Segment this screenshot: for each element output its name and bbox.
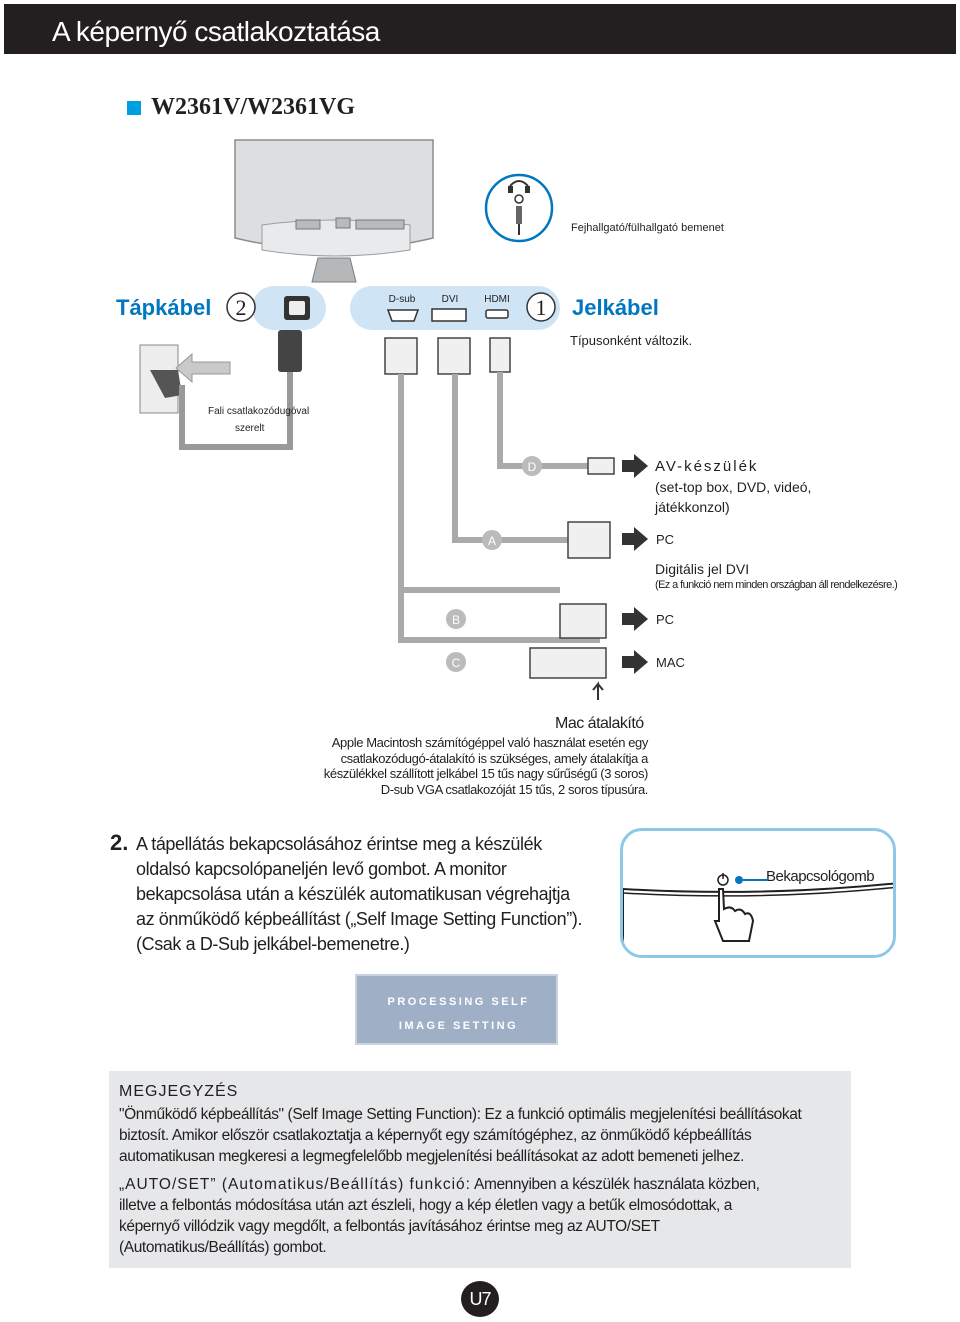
pc-label-a: PC (656, 532, 674, 547)
note-p1-line-1: "Önműködő képbeállítás" (Self Image Sett… (119, 1104, 844, 1125)
letter-a: A (488, 534, 496, 548)
note-p2-line-2: illetve a felbontás módosítása után azt … (119, 1197, 732, 1214)
power-icon (717, 873, 729, 886)
mac-line-4: D-sub VGA csatlakozóját 15 tűs, 2 soros … (380, 781, 649, 797)
note-p2-line-3: képernyő villódzik vagy megdőlt, a felbo… (119, 1218, 660, 1235)
note-p2-line-1: „AUTO/SET” (Automatikus/Beállítás) funkc… (119, 1174, 844, 1195)
dvi-line-2: (Ez a funkció nem minden országban áll r… (655, 579, 897, 591)
power-cable-label: Tápkábel (116, 295, 211, 320)
wall-outlet-label-2: szerelt (235, 423, 265, 434)
page-number: U7 (461, 1281, 499, 1317)
power-number: 2 (236, 295, 247, 320)
letter-d: D (528, 460, 537, 474)
dvi-line-1: Digitális jel DVI (655, 561, 749, 577)
signal-number: 1 (536, 295, 547, 320)
header-bar: A képernyő csatlakoztatása (4, 4, 956, 54)
wall-outlet-label-1: Fali csatlakozódugóval (208, 406, 309, 417)
osd-message-box: PROCESSING SELF IMAGE SETTING (355, 974, 558, 1045)
note-p1-line-3: automatikusan megkeresi a legmegfelelőbb… (119, 1148, 744, 1165)
osd-line-2: IMAGE SETTING (398, 1020, 519, 1032)
port-hdmi-label: HDMI (484, 294, 510, 305)
step-2-text: A tápellátás bekapcsolásához érintse meg… (136, 832, 606, 957)
power-button-illustration (620, 828, 896, 958)
step-2-line-1: A tápellátás bekapcsolásához érintse meg… (136, 834, 542, 854)
mac-label-c: MAC (656, 655, 685, 670)
mac-adapter-description: Apple Macintosh számítógéppel való haszn… (280, 735, 649, 797)
signal-cable-label: Jelkábel (572, 295, 659, 320)
note-p1-rest: : Ez a funkció optimális megjelenítési b… (476, 1106, 802, 1123)
letter-b: B (452, 613, 460, 627)
av-line-2: játékkonzol) (654, 499, 730, 515)
step-2-line-4: az önműködő képbeállítást („Self Image S… (136, 909, 583, 929)
mac-line-1: Apple Macintosh számítógéppel való haszn… (331, 735, 649, 750)
step-2-line-2: oldalsó kapcsolópaneljén levő gombot. A … (136, 859, 507, 879)
note-box: MEGJEGYZÉS "Önműködő képbeállítás" (Self… (109, 1071, 851, 1268)
osd-line-1: PROCESSING SELF (387, 996, 530, 1008)
mac-adapter-title: Mac átalakító (555, 715, 644, 732)
page-title: A képernyő csatlakoztatása (52, 16, 380, 47)
mac-line-3: készülékkel szállított jelkábel 15 tűs n… (323, 766, 649, 781)
note-title: MEGJEGYZÉS (119, 1083, 239, 1100)
mac-line-2: csatlakozódugó-átalakító is szükséges, a… (340, 750, 649, 766)
note-paragraph-1: "Önműködő képbeállítás" (Self Image Sett… (119, 1104, 844, 1167)
step-2-line-5: (Csak a D-Sub jelkábel-bemenetre.) (136, 934, 410, 954)
av-title: AV-készülék (655, 458, 758, 475)
pc-label-b: PC (656, 612, 674, 627)
note-p2-lead: „AUTO/SET” (Automatikus/Beállítás) funkc… (119, 1176, 471, 1193)
port-dvi-label: DVI (442, 294, 459, 305)
signal-note: Típusonként változik. (570, 333, 692, 348)
note-p1-line-2: biztosít. Amikor először csatlakoztatja … (119, 1127, 752, 1144)
finger-icon (713, 888, 755, 942)
port-dsub-label: D-sub (389, 294, 416, 305)
headphone-label: Fejhallgató/fülhallgató bemenet (571, 222, 724, 234)
bullet-square (127, 101, 141, 115)
note-p1-bold: "Önműködő képbeállítás" (Self Image Sett… (119, 1106, 477, 1123)
power-button-label: Bekapcsológomb (766, 868, 875, 885)
note-p2-rest: Amennyiben a készülék használata közben, (470, 1176, 760, 1193)
step-2-line-3: bekapcsolása után a készülék automatikus… (136, 884, 570, 904)
step-2-number: 2. (110, 830, 129, 855)
note-p2-line-4: (Automatikus/Beállítás) gombot. (119, 1239, 327, 1256)
letter-c: C (452, 656, 461, 670)
model-title: W2361V/W2361VG (151, 94, 355, 120)
av-line-1: (set-top box, DVD, videó, (655, 479, 811, 495)
note-paragraph-2: „AUTO/SET” (Automatikus/Beállítás) funkc… (119, 1174, 844, 1258)
connection-diagram: Fejhallgató/fülhallgató bemenet Tápkábel… (116, 139, 898, 700)
